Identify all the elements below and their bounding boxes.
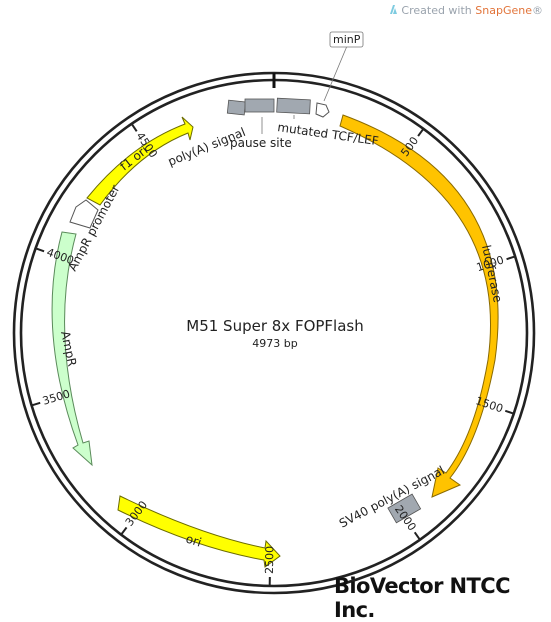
minp-arrow [316, 103, 329, 117]
plasmid-name: M51 Super 8x FOPFlash [186, 317, 364, 335]
snapgene-credit: Created with SnapGene® [389, 4, 543, 17]
poly-a-signal-box [227, 100, 245, 115]
luciferase-arrow [340, 115, 498, 497]
tick-mark [32, 403, 41, 406]
tick-mark [418, 129, 423, 136]
label-pause-site: pause site [230, 136, 292, 150]
label-sv40: SV40 poly(A) signal [337, 463, 447, 530]
tick-label: 2500 [263, 546, 276, 574]
pause-site-box [245, 99, 274, 112]
minp-leader [324, 46, 347, 101]
plasmid-length: 4973 bp [252, 337, 297, 350]
tick-mark [507, 256, 516, 259]
tick-mark [132, 124, 137, 131]
tick-mark [121, 527, 126, 534]
credit-mark: ® [532, 4, 543, 17]
tick-mark [505, 411, 514, 414]
tick-mark [415, 532, 420, 539]
tick-mark [36, 248, 44, 251]
mutated-tcf-box [277, 98, 311, 114]
label-minp: minP [333, 33, 361, 46]
credit-prefix: Created with [401, 4, 471, 17]
company-logo: BioVector NTCC Inc. [334, 574, 551, 622]
credit-brand: SnapGene [475, 4, 532, 17]
snapgene-logo-icon [389, 4, 398, 15]
